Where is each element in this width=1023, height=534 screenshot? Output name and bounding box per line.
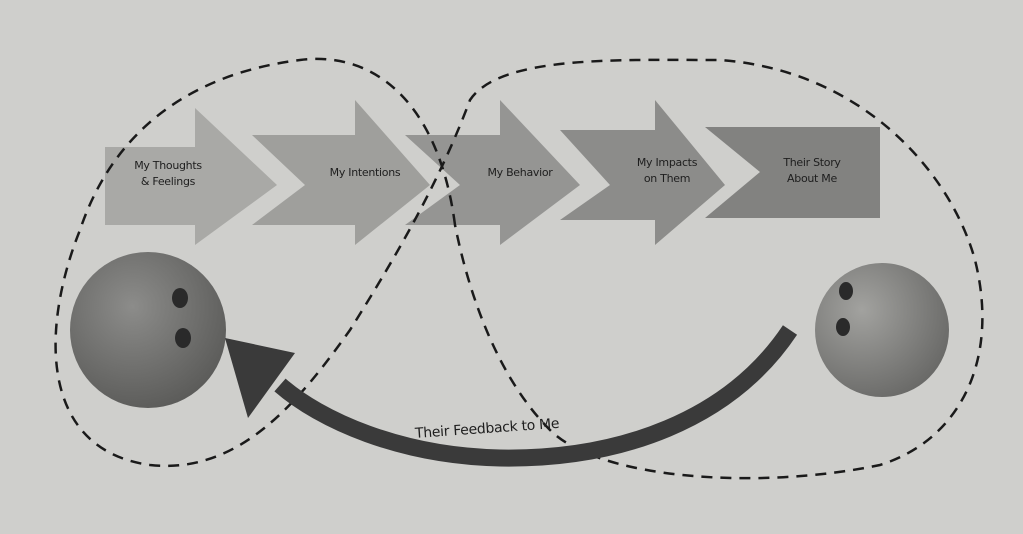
step-label: Their Story (782, 156, 841, 169)
step-label: & Feelings (141, 175, 196, 188)
self-face (70, 252, 226, 408)
step-label: My Intentions (330, 166, 401, 179)
step-label: on Them (644, 172, 690, 185)
step-label: My Behavior (487, 166, 553, 179)
dashed-loop (54, 57, 984, 480)
arrow-impacts (560, 100, 725, 245)
arrow-behavior (405, 100, 580, 245)
eye (839, 282, 853, 300)
feedback-arrow (274, 325, 798, 467)
step-label: My Impacts (637, 156, 698, 169)
other-face (815, 263, 949, 397)
step-label: My Thoughts (134, 159, 202, 172)
eye (175, 328, 191, 348)
arrow-their-story (705, 127, 880, 218)
step-label: About Me (787, 172, 837, 185)
feedback-label: Their Feedback to Me (414, 416, 560, 442)
eye (836, 318, 850, 336)
feedback-arrowhead (225, 338, 295, 418)
eye (172, 288, 188, 308)
arrow-thoughts-feelings (105, 108, 277, 245)
arrow-intentions (252, 100, 430, 245)
